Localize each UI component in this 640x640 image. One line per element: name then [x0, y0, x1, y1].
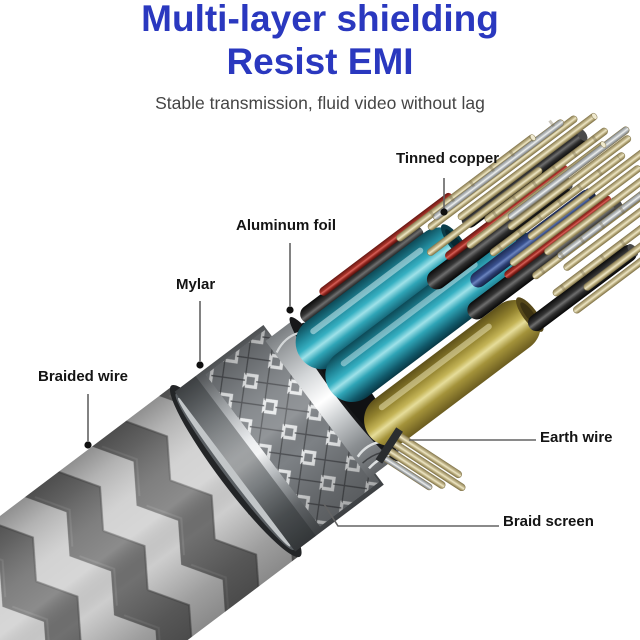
label-tinned-copper: Tinned copper	[396, 150, 500, 167]
braided-wire-dot	[84, 441, 92, 449]
title-line-2: Resist EMI	[226, 41, 414, 82]
leader-lines	[84, 178, 536, 527]
title-line-1: Multi-layer shielding	[141, 0, 499, 39]
braided-wire-sleeve	[0, 386, 300, 640]
subtitle: Stable transmission, fluid video without…	[155, 93, 485, 113]
mylar-dot	[196, 361, 204, 369]
label-earth-wire: Earth wire	[540, 429, 613, 446]
aluminum-foil-dot	[286, 306, 294, 314]
label-mylar: Mylar	[176, 276, 216, 293]
label-braided-wire: Braided wire	[38, 368, 129, 385]
braid-screen-mesh	[205, 330, 380, 527]
tinned-copper-strands	[396, 112, 640, 314]
braid-screen-leader	[323, 503, 499, 527]
tinned-copper-dot	[440, 208, 448, 216]
copper-drain-strands	[375, 427, 466, 492]
black-jacket-wire	[300, 225, 424, 324]
label-aluminum-foil: Aluminum foil	[236, 217, 336, 234]
label-braid-screen: Braid screen	[503, 513, 594, 530]
